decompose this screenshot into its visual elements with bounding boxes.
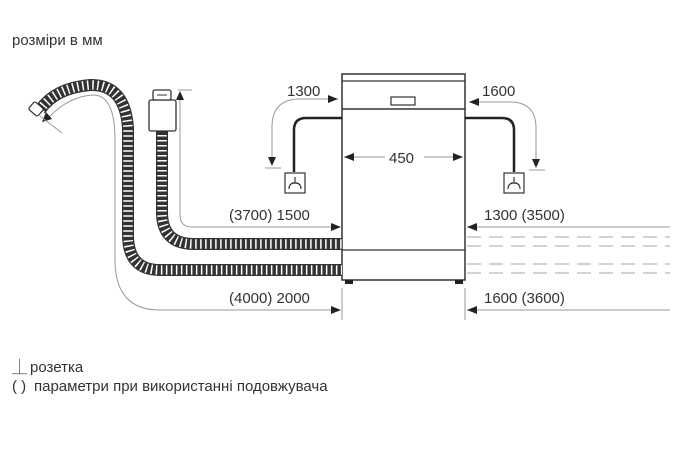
foot-right xyxy=(455,280,463,284)
power-right-label: 1600 xyxy=(482,83,515,100)
drain-hose-end xyxy=(28,101,44,117)
power-left-label: 1300 xyxy=(287,83,320,100)
legend-socket-label: розетка xyxy=(30,359,84,376)
inlet-dimension-left xyxy=(176,89,341,231)
legend-extension: ( ) параметри при використанні подовжува… xyxy=(12,377,328,396)
inlet-right-label: 1300 (3500) xyxy=(484,207,565,224)
width-label: 450 xyxy=(389,150,414,167)
foot-left xyxy=(345,280,353,284)
inlet-left-label: (3700) 1500 xyxy=(229,207,310,224)
width-dimension xyxy=(344,153,463,161)
drain-hose xyxy=(28,79,342,276)
drain-left-label: (4000) 2000 xyxy=(229,290,310,307)
extension-dashed-lines xyxy=(467,236,670,274)
control-handle xyxy=(390,96,416,106)
dishwasher xyxy=(341,73,466,284)
power-cord-right xyxy=(465,98,545,194)
socket-icon: ⏊ xyxy=(12,359,28,376)
drain-dimension-right xyxy=(464,288,670,320)
inlet-hose xyxy=(148,89,342,250)
inlet-dimension-right xyxy=(467,223,670,231)
aquastop-valve xyxy=(148,99,177,132)
legend-extension-label: параметри при використанні подовжувача xyxy=(34,378,328,395)
drain-dimension-left xyxy=(39,94,343,320)
power-cord-left xyxy=(265,95,342,194)
legend: ⏊ розетка ( ) параметри при використанні… xyxy=(12,358,328,396)
legend-socket: ⏊ розетка xyxy=(12,358,328,377)
units-caption: розміри в мм xyxy=(12,32,103,49)
drain-right-label: 1600 (3600) xyxy=(484,290,565,307)
parentheses-symbol: ( ) xyxy=(12,378,27,395)
